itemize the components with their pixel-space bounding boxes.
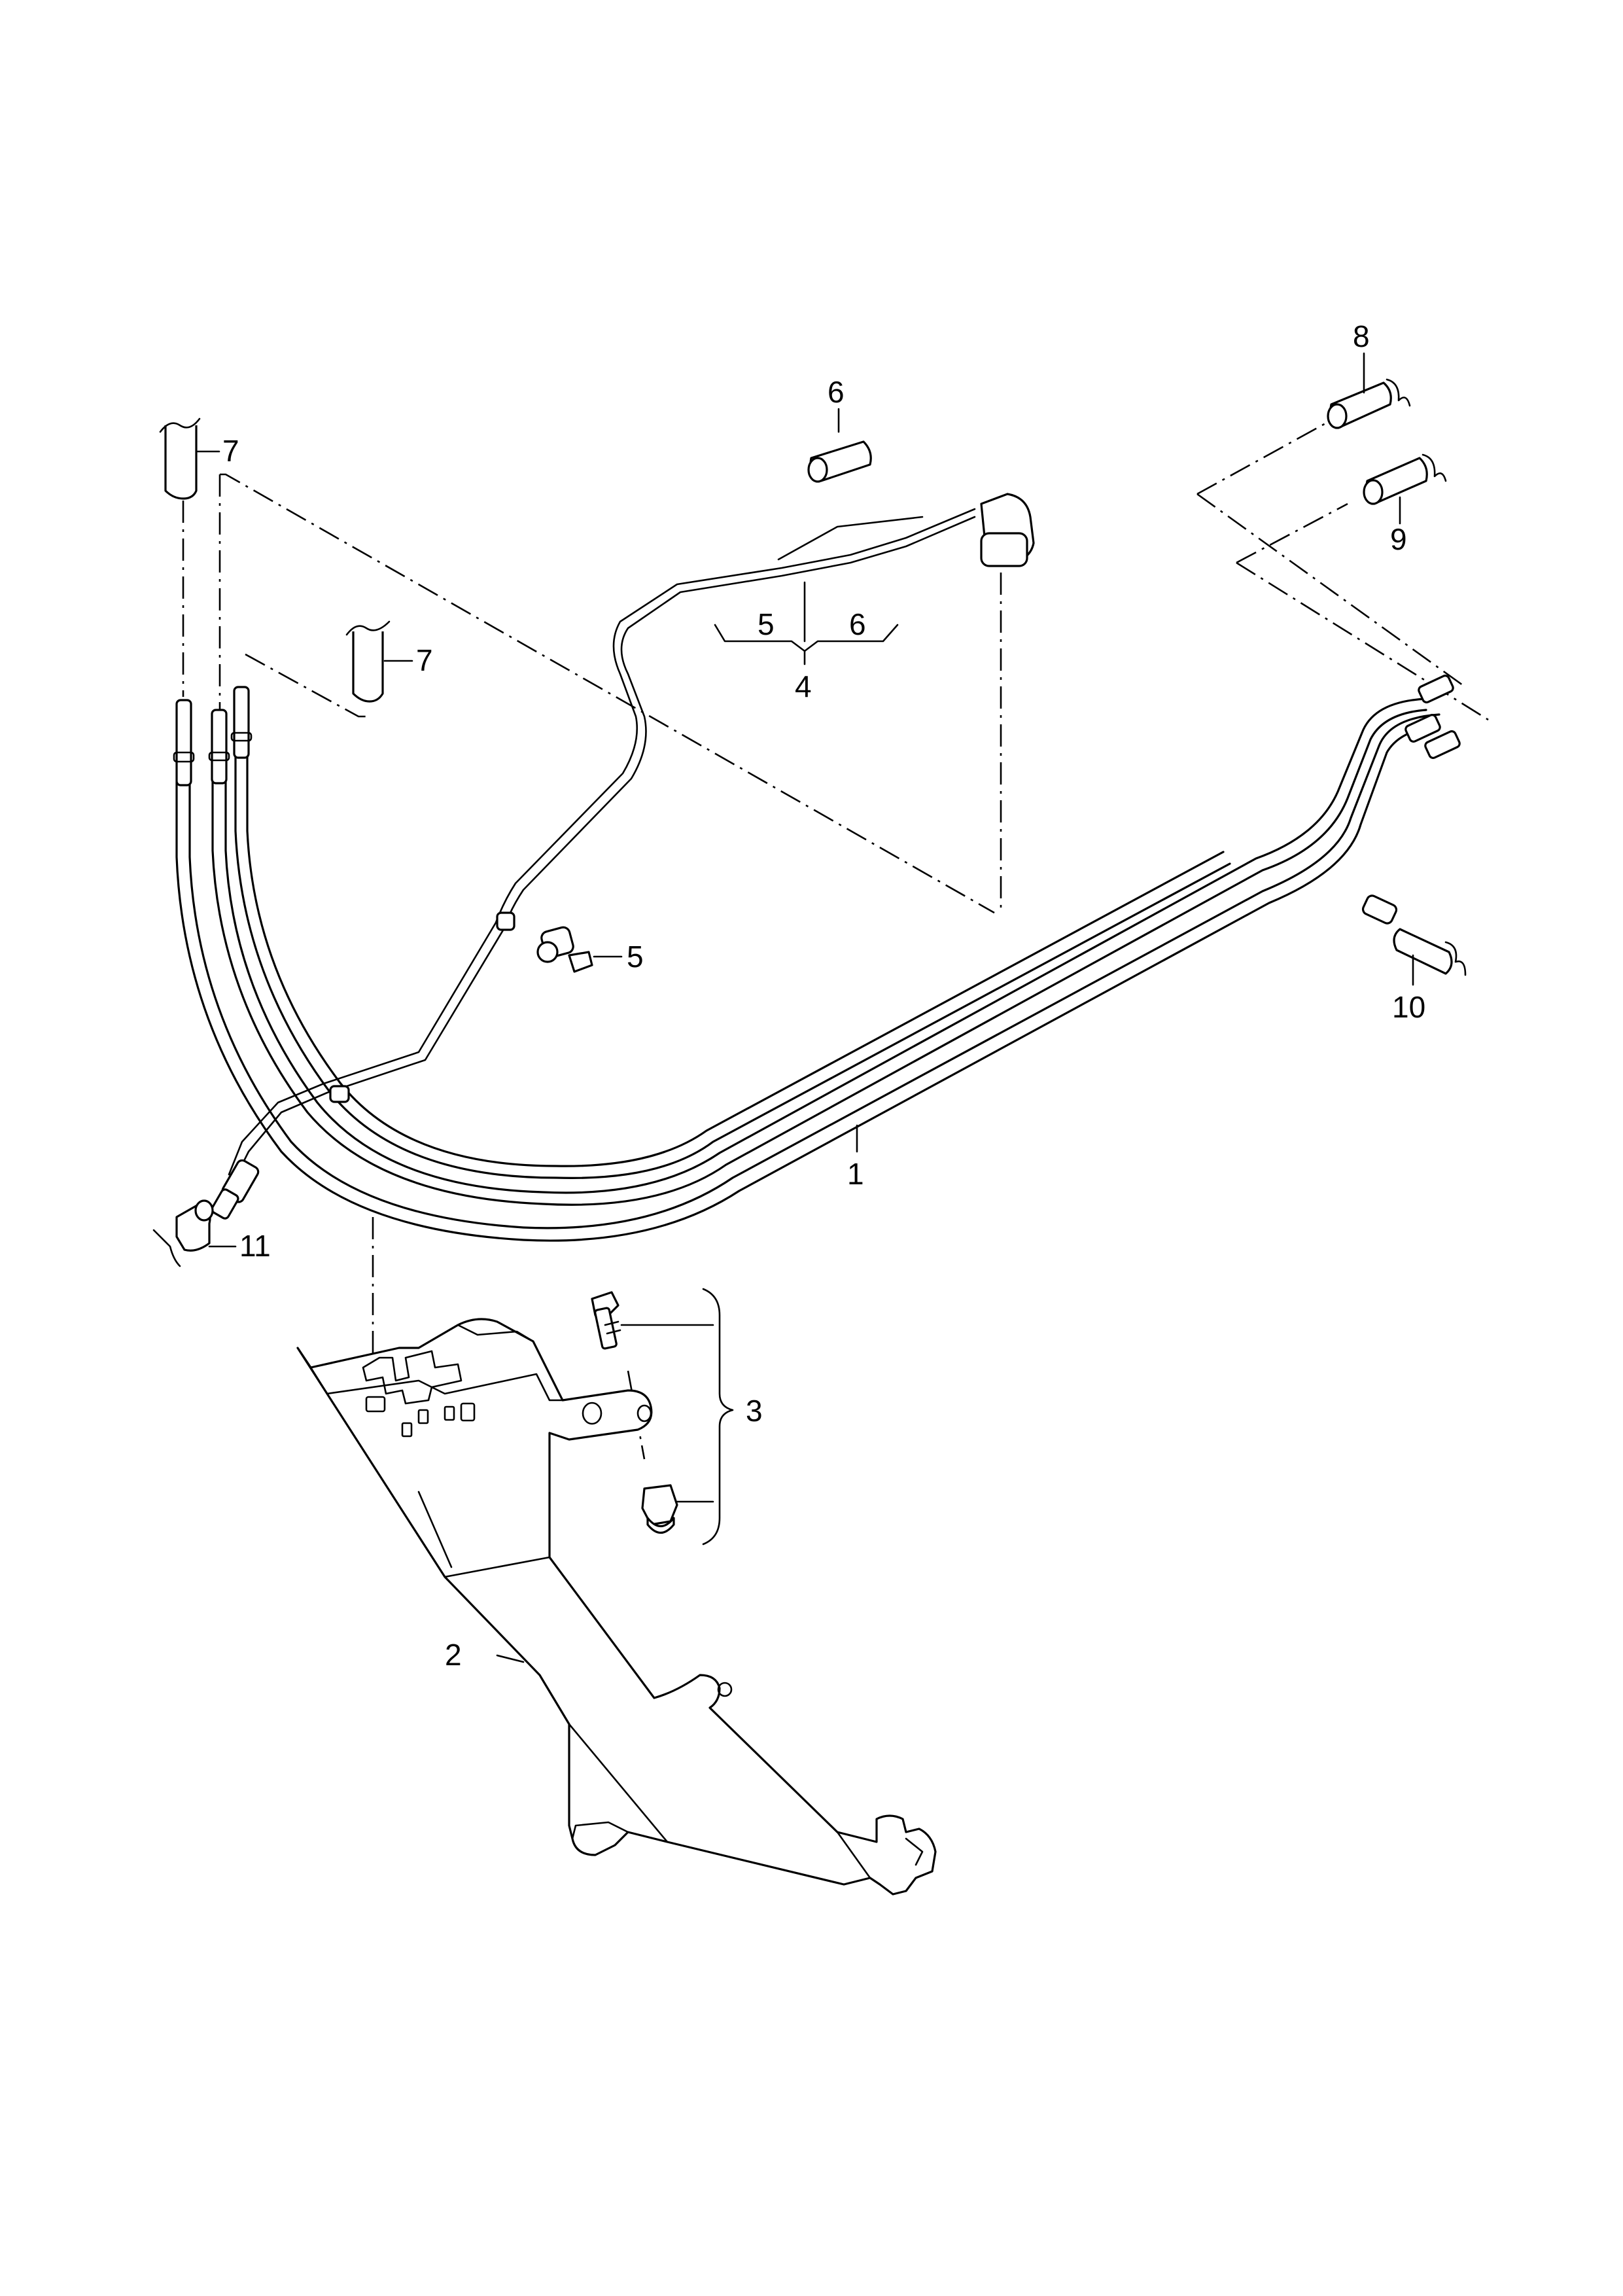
assembly-centerlines	[182, 421, 1489, 1460]
callout-5-group: 5	[758, 607, 775, 641]
hose-10	[1361, 894, 1467, 986]
callout-9: 9	[1390, 522, 1407, 556]
callout-1: 1	[847, 1157, 864, 1191]
callout-7-left: 7	[222, 434, 239, 468]
callout-labels: 1 2 3 4 5 6 5 6 7 7 8 9 10 11	[222, 319, 1425, 1672]
vent-line	[211, 493, 1035, 1220]
callout-4: 4	[795, 669, 812, 703]
hose-8	[1327, 352, 1411, 429]
hose-6-top	[807, 408, 872, 483]
callout-11: 11	[239, 1229, 271, 1263]
callout-5-clip: 5	[627, 940, 644, 974]
hose-7-middle	[345, 620, 413, 703]
callout-2: 2	[445, 1638, 462, 1672]
callout-10: 10	[1392, 990, 1425, 1024]
callout-6-top: 6	[828, 375, 845, 409]
callout-6-group: 6	[849, 607, 866, 641]
clip-5	[536, 926, 623, 973]
hose-11	[152, 1199, 237, 1267]
callout-7-middle: 7	[416, 643, 433, 677]
group-bracket-4	[714, 516, 924, 665]
hose-7-left	[159, 417, 220, 500]
callout-8: 8	[1353, 319, 1370, 353]
hose-9	[1363, 453, 1447, 525]
protective-cover-bracket	[296, 1318, 937, 1896]
fuel-line-bundle	[173, 675, 1461, 1242]
fastener-group-3	[591, 1288, 734, 1545]
callout-3: 3	[746, 1394, 763, 1428]
